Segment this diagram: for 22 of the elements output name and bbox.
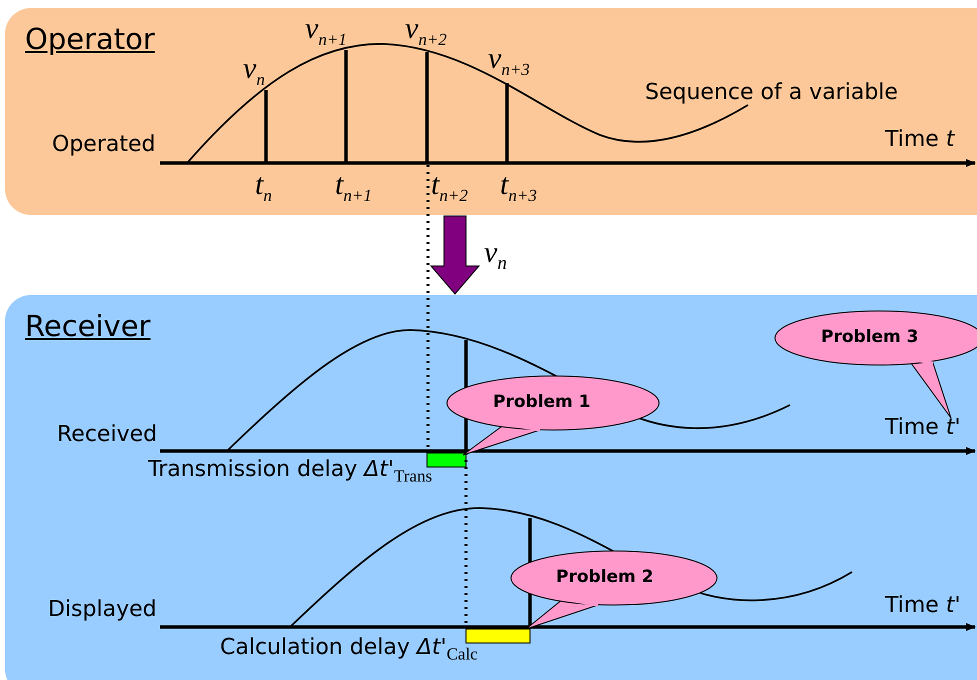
time-label: t$_{n+2}$ <box>431 168 468 206</box>
row-label: Operated <box>52 133 156 158</box>
time-label: t$_{n+1}$ <box>335 168 372 206</box>
delay-label: Calculation delay Δt'$_{Calc}$ <box>220 636 478 664</box>
row-label: Received <box>57 423 158 448</box>
variable-label: v$_{n}$ <box>243 52 265 90</box>
time-label: t$_{n}$ <box>255 168 272 206</box>
delay-label: Transmission delay Δt'$_{Trans}$ <box>148 458 432 486</box>
variable-label: v$_{n+3}$ <box>488 42 530 80</box>
variable-label: v$_{n+1}$ <box>305 12 347 50</box>
panel-title: Operator <box>25 22 155 56</box>
curve-label: Sequence of a variable <box>645 81 898 106</box>
arrow <box>430 216 480 295</box>
edge-label: v$_{n}$ <box>484 236 507 275</box>
panel-title: Receiver <box>25 309 150 343</box>
operator-panel <box>5 8 977 215</box>
row-label: Displayed <box>48 598 157 622</box>
variable-label: v$_{n+2}$ <box>405 12 447 50</box>
time-label: t$_{n+3}$ <box>500 168 537 206</box>
axis-label: Time t' <box>885 594 961 618</box>
receiver-panel <box>5 295 977 680</box>
axis-label: Time t <box>885 128 954 152</box>
